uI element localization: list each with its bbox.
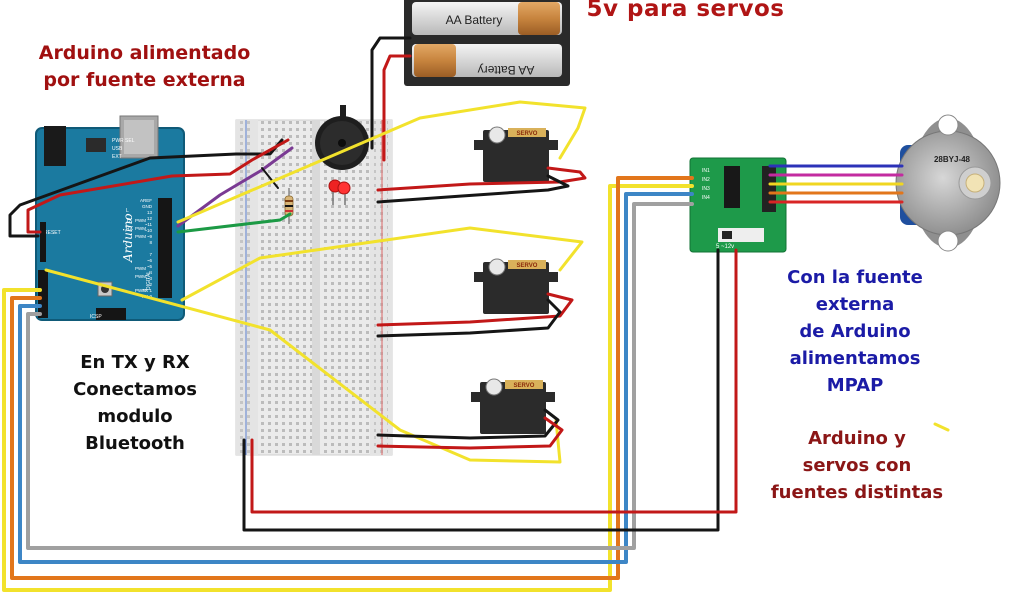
separate-sources-line-1: Arduino y [808,428,906,449]
bluetooth-line-2: Conectamos [73,379,197,400]
arduino-pwm-label: PWM [135,288,146,293]
battery-label-1: AA Battery [446,13,503,27]
separate-sources-line-2: servos con [802,455,912,476]
stepper-motor: 28BYJ-48 [895,114,1001,252]
motor-power-note: Con la fuente externa de Arduino aliment… [760,264,950,399]
digital-label: DIGITAL [146,271,152,290]
servo-2-label: SERVO [517,263,538,269]
arduino-pin-label: 2 [149,282,152,287]
arduino-power-line-2: por fuente externa [43,69,246,91]
rx-led-label: RX [126,226,134,232]
bluetooth-line-4: Bluetooth [85,433,185,454]
arduino-pwm-label: PWM [135,266,146,271]
icsp-label: ICSP [90,314,102,320]
arduino-pin-label: ~5 [147,264,153,269]
arduino-pin-label: 13 [147,210,153,215]
driver-input-label: IN4 [702,195,710,201]
motor-power-line-4: alimentamos [789,348,921,369]
arduino-pin-label: ~11 [145,222,153,227]
battery-label-2: AA Battery [478,63,535,77]
l-led-label: L [126,208,129,214]
servo-3-label: SERVO [514,383,535,389]
arduino-power-note: Arduino alimentado por fuente externa [12,40,277,94]
bluetooth-line-3: modulo [97,406,173,427]
motor-power-line-3: de Arduino [799,321,911,342]
arduino-pin-label: 4 [149,270,152,275]
arduino-pin-label: GND [142,204,153,209]
motor-power-line-2: externa [815,294,895,315]
usb-label: USB [112,146,123,152]
bluetooth-line-1: En TX y RX [80,352,190,373]
battery-pack: AA Battery AA Battery [404,0,570,86]
driver-input-label: IN1 [702,168,710,174]
pwr-sel-label: PWR SEL [112,138,135,144]
servo-power-note: 5v para servos [586,0,785,22]
servo-3: SERVO [471,378,555,434]
arduino-pwm-label: PWM [135,226,146,231]
arduino-pin-label: 12 [147,216,153,221]
arduino-logo-text: Arduino [121,213,135,263]
arduino-pin-label: ~9 [147,234,153,239]
ext-label: EXT [112,154,122,160]
stepper-model-label: 28BYJ-48 [934,155,971,164]
servo-1-label: SERVO [517,131,538,137]
arduino-pin-label: 7 [149,252,152,257]
led [328,179,351,205]
arduino-pin-label: ~6 [147,258,153,263]
arduino-pwm-label: PWM [135,274,146,279]
arduino-pwm-label: PWM [135,234,146,239]
reset-label: RESET [44,230,61,236]
resistor [284,188,294,224]
separate-sources-note: Arduino y servos con fuentes distintas [752,425,962,506]
motor-power-line-5: MPAP [826,375,884,396]
tx-led-label: TX [126,218,133,224]
separate-sources-line-3: fuentes distintas [770,482,944,503]
driver-voltage-label: 5 ~12v [716,244,734,250]
arduino-uno: PWR SEL USB EXT RESET ICSP Arduino DIGIT… [35,115,185,321]
servo-2: SERVO [474,258,558,314]
arduino-pin-label: ~10 [144,228,152,233]
arduino-pin-label: AREF [140,198,152,203]
arduino-power-line-1: Arduino alimentado [38,42,251,64]
arduino-pin-label: 8 [149,240,152,245]
bluetooth-note: En TX y RX Conectamos modulo Bluetooth [55,349,215,457]
arduino-pin-label: TX 1 [142,288,152,293]
arduino-pwm-label: PWM [135,218,146,223]
wires [2,36,950,592]
driver-input-label: IN2 [702,177,710,183]
driver-input-label: IN3 [702,186,710,192]
motor-power-line-1: Con la fuente [787,267,923,288]
arduino-pin-label: ~3 [147,276,153,281]
servo-1: SERVO [474,126,558,182]
